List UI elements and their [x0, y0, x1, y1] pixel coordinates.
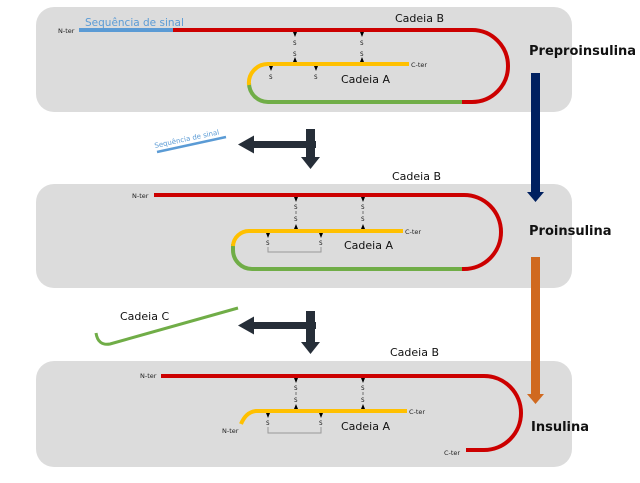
svg-text:S: S	[319, 420, 323, 427]
chain-b-label: Cadeia B	[390, 346, 439, 359]
chain-b-label: Cadeia B	[395, 12, 444, 25]
n-ter-label: N-ter	[132, 192, 149, 200]
stage-insulin: N-ter C-ter N-ter C-ter Cadeia B Cadeia …	[140, 346, 523, 457]
svg-text:S: S	[361, 397, 365, 404]
svg-text:S: S	[294, 216, 298, 223]
chain-a-label: Cadeia A	[341, 73, 390, 86]
svg-text:S: S	[361, 204, 365, 211]
disulfide-bridge-1: S S	[294, 197, 298, 229]
chain-a-label: Cadeia A	[344, 239, 393, 252]
arrow-down-stage-2	[527, 257, 544, 404]
removed-c-chain: Cadeia C	[94, 306, 239, 346]
panel-proinsulin	[36, 184, 572, 288]
chain-b-label: Cadeia B	[392, 170, 441, 183]
stage-label-proinsulin: Proinsulina	[529, 224, 612, 239]
svg-text:S: S	[294, 204, 298, 211]
svg-text:S: S	[319, 240, 323, 247]
disulfide-bridge-2: S S	[361, 197, 365, 229]
chain-a	[239, 409, 407, 425]
svg-text:S: S	[314, 74, 318, 81]
panel-insulin	[36, 361, 572, 467]
chain-b	[161, 374, 523, 452]
disulfide-bridge-1: S S	[294, 378, 298, 409]
chain-c	[247, 82, 462, 104]
disulfide-bridge-2: S S	[361, 378, 365, 409]
svg-text:S: S	[266, 420, 270, 427]
disulfide-site-2: S S	[360, 32, 364, 62]
c-ter-label: C-ter	[405, 228, 421, 236]
chain-b	[154, 193, 503, 271]
disulfide-bridge-intrachain: S S	[266, 413, 323, 434]
signal-sequence-label: Sequência de sinal	[85, 17, 184, 29]
cleavage-arrow-2	[238, 311, 320, 354]
stage-preproinsulin: Sequência de sinal N-ter C-ter Cadeia B …	[58, 12, 510, 104]
n-ter-label: N-ter	[140, 372, 157, 380]
chain-b	[173, 28, 510, 104]
chain-c	[231, 244, 462, 271]
disulfide-bridge-intrachain: S S	[266, 233, 323, 253]
chain-a-label: Cadeia A	[341, 420, 390, 433]
cleavage-arrow-1	[238, 129, 320, 169]
svg-text:S: S	[294, 385, 298, 392]
stage-proinsulin: N-ter C-ter Cadeia B Cadeia A S S S S S …	[132, 170, 503, 271]
chain-a	[246, 61, 409, 86]
svg-text:S: S	[361, 385, 365, 392]
stage-label-preproinsulin: Preproinsulina	[529, 44, 636, 59]
c-ter-b-label: C-ter	[444, 449, 460, 457]
n-ter-label: N-ter	[58, 27, 75, 35]
svg-text:S: S	[269, 74, 273, 81]
svg-text:S: S	[360, 40, 364, 47]
svg-text:S: S	[294, 397, 298, 404]
svg-text:S: S	[293, 51, 297, 58]
arrow-down-stage-1	[527, 73, 544, 202]
stage-label-insulin: Insulina	[531, 420, 589, 435]
removed-c-chain-label: Cadeia C	[120, 310, 169, 323]
svg-text:S: S	[360, 51, 364, 58]
n-ter-a-label: N-ter	[222, 427, 239, 435]
svg-text:S: S	[266, 240, 270, 247]
svg-text:S: S	[293, 40, 297, 47]
c-ter-label: C-ter	[409, 408, 425, 416]
disulfide-site-1: S S	[293, 32, 297, 62]
removed-signal-sequence: Sequência de sinal	[154, 128, 227, 154]
panel-preproinsulin	[36, 7, 572, 112]
c-ter-label: C-ter	[411, 61, 427, 69]
chain-a	[231, 228, 403, 247]
disulfide-site-3: S S	[269, 66, 318, 81]
svg-text:S: S	[361, 216, 365, 223]
